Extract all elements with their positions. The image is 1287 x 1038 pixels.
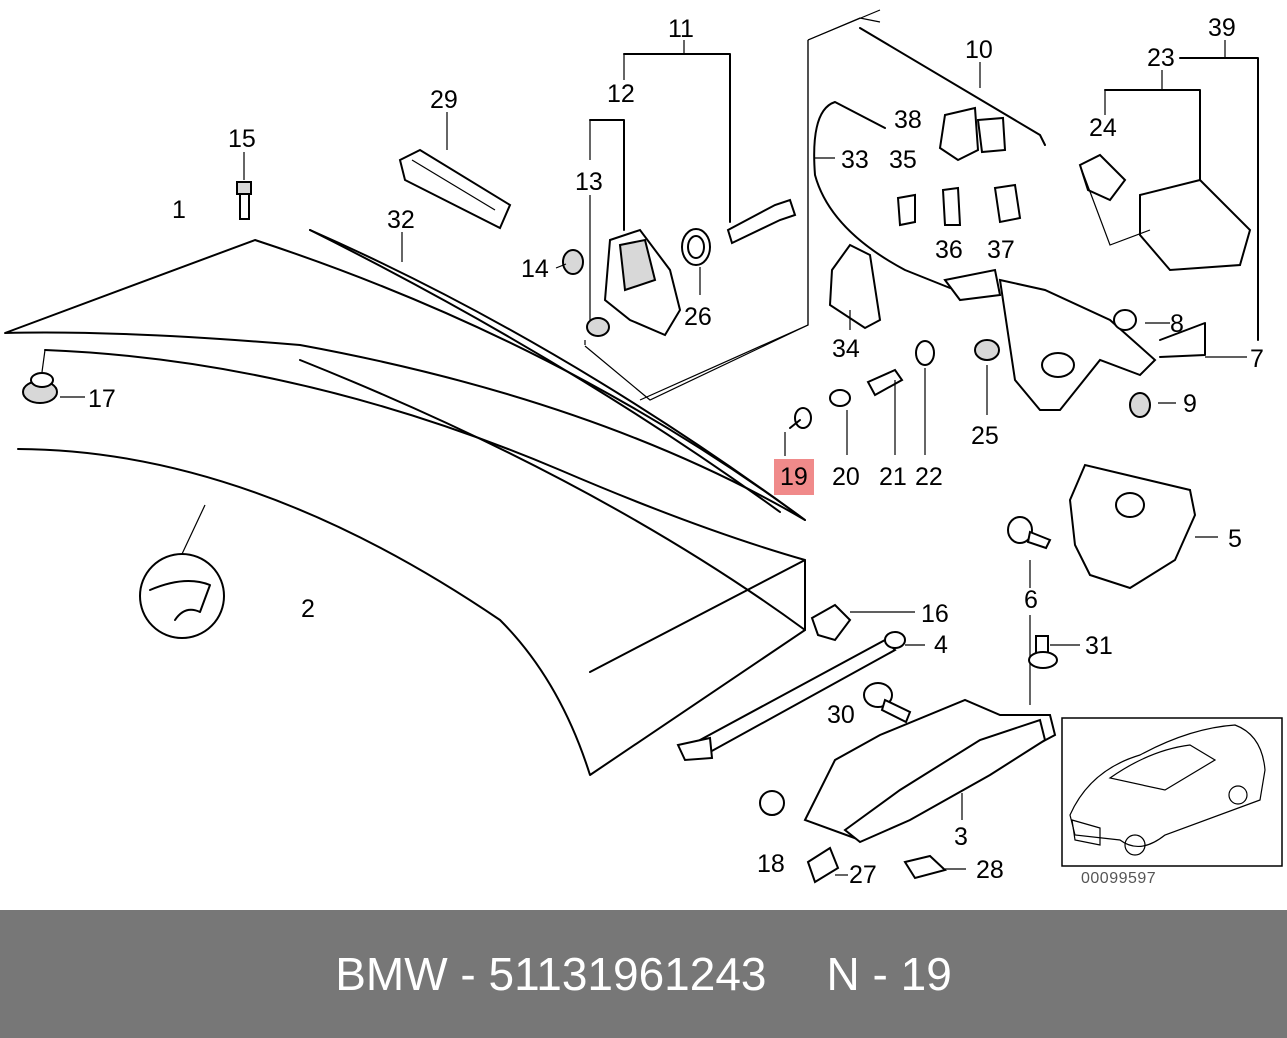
callout-11: 11: [668, 15, 694, 43]
callout-29: 29: [430, 86, 458, 114]
seal-detail-circle: [139, 504, 225, 639]
callout-27: 27: [849, 861, 877, 889]
diagram-reference-number: 00099597: [1081, 870, 1157, 887]
grommet-17: [22, 349, 85, 404]
callout-26: 26: [684, 303, 712, 331]
bolt-30: [863, 682, 912, 724]
callout-14: 14: [521, 255, 549, 283]
circlip-18: [759, 790, 785, 816]
torsion-bar-4: [676, 603, 925, 762]
clip-35: [896, 193, 916, 227]
callout-34: 34: [832, 335, 860, 363]
callout-9: 9: [1183, 390, 1197, 418]
exploded-parts-diagram: [4, 9, 1283, 884]
callout-30: 30: [827, 701, 855, 729]
clip-36: [941, 186, 962, 226]
footer-part-number: 51131961243: [488, 948, 767, 1000]
ring-22: [915, 340, 935, 366]
callout-21: 21: [879, 463, 907, 491]
callout-32: 32: [387, 206, 415, 234]
latch-assembly: [974, 278, 1247, 418]
callout-33: 33: [841, 146, 869, 174]
callout-39: 39: [1208, 14, 1236, 42]
bolt-31: [1028, 635, 1080, 669]
callout-37: 37: [987, 236, 1015, 264]
clip-37: [993, 183, 1022, 224]
bracket-38: [938, 106, 980, 162]
trunk-light-29: [398, 112, 512, 230]
vehicle-inset: [1061, 717, 1283, 867]
release-rod-10: [859, 27, 1046, 146]
callout-16: 16: [921, 600, 949, 628]
bolt-21: [866, 368, 904, 397]
callout-24: 24: [1089, 114, 1117, 142]
callout-2: 2: [301, 595, 315, 623]
trunk-lid-drawing: [4, 229, 806, 776]
footer-brand: BMW: [335, 948, 448, 1000]
callout-13: 13: [575, 168, 603, 196]
plate-27: [806, 846, 840, 884]
part-footer-bar: BMW - 51131961243 N - 19: [0, 910, 1287, 1038]
footer-dash: -: [460, 948, 476, 1000]
lock-cylinder-group: [555, 40, 797, 337]
callout-1: 1: [172, 196, 186, 224]
screw-19: [784, 407, 812, 456]
callout-10: 10: [965, 36, 993, 64]
callout-4: 4: [934, 631, 948, 659]
footer-position-label: N - 19: [826, 948, 952, 1000]
callout-3: 3: [954, 823, 968, 851]
callout-18: 18: [757, 850, 785, 878]
callout-38: 38: [894, 106, 922, 134]
hinge-3: [803, 698, 1057, 844]
motor-23: [1078, 40, 1259, 341]
callout-7: 7: [1250, 345, 1264, 373]
release-cable-33: [813, 101, 1002, 302]
bolt-15: [236, 152, 252, 220]
callout-31: 31: [1085, 632, 1113, 660]
callout-20: 20: [832, 463, 860, 491]
housing-5: [1068, 463, 1218, 590]
callout-36: 36: [935, 236, 963, 264]
callout-17: 17: [88, 385, 116, 413]
cover-34: [828, 243, 882, 330]
washer-20: [829, 389, 851, 407]
callout-35: 35: [889, 146, 917, 174]
callout-5: 5: [1228, 525, 1242, 553]
callout-22: 22: [915, 463, 943, 491]
callout-8: 8: [1170, 310, 1184, 338]
bolt-6: [1007, 516, 1052, 705]
clip-28: [903, 854, 948, 880]
callout-6: 6: [1024, 586, 1038, 614]
callout-12: 12: [607, 80, 635, 108]
callout-15: 15: [228, 125, 256, 153]
callout-19-highlighted: 19: [774, 459, 814, 495]
callout-28: 28: [976, 856, 1004, 884]
callout-23: 23: [1147, 44, 1175, 72]
callout-25: 25: [971, 422, 999, 450]
